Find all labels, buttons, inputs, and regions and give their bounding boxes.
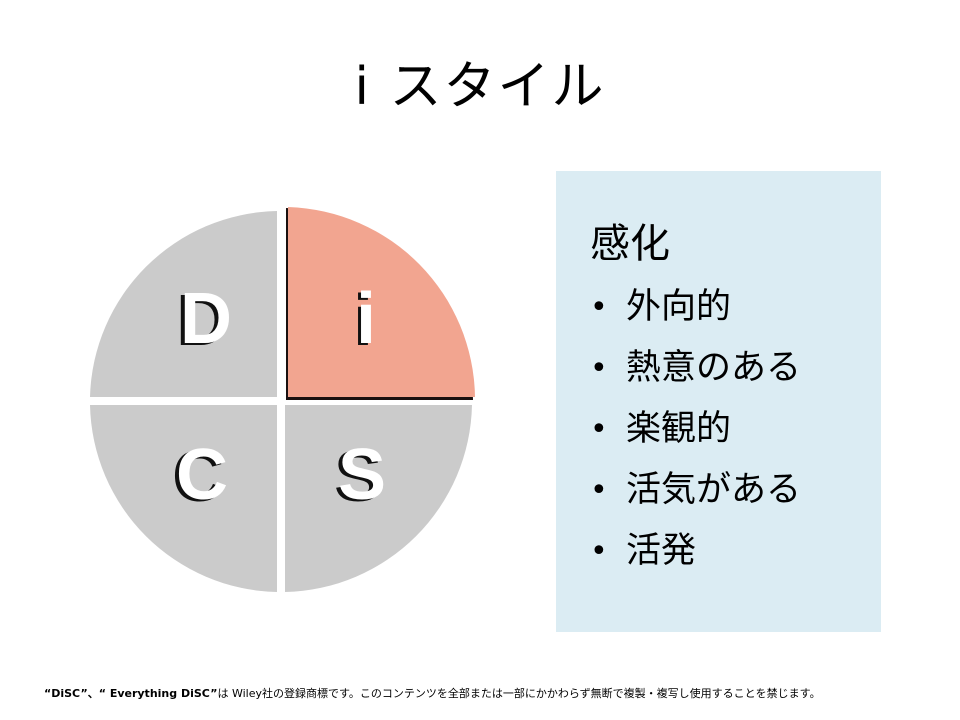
letter-s-shadow: S <box>334 437 382 517</box>
trait-label: 楽観的 <box>626 409 732 449</box>
trademark-names: “DiSC”、“ Everything DiSC” <box>44 687 218 700</box>
bullet-icon: • <box>590 534 608 569</box>
bullet-icon: • <box>590 412 608 447</box>
trait-label: 活気がある <box>626 470 802 510</box>
quadrant-s <box>285 405 472 592</box>
trait-item: • 楽観的 <box>590 399 881 460</box>
quadrant-i <box>288 207 475 397</box>
trait-list: • 外向的 • 熱意のある • 楽観的 • 活気がある • 活発 <box>590 277 881 582</box>
trait-label: 活発 <box>626 531 697 571</box>
copyright-notice: “DiSC”、“ Everything DiSC”は Wiley社の登録商標です… <box>44 686 821 702</box>
letter-c-shadow: C <box>172 437 224 517</box>
disc-quadrant-diagram: D D i i C C S S <box>80 195 490 605</box>
traits-panel: 感化 • 外向的 • 熱意のある • 楽観的 • 活気がある • 活発 <box>556 171 881 632</box>
bullet-icon: • <box>590 473 608 508</box>
bullet-icon: • <box>590 351 608 386</box>
slide-title: i スタイル <box>354 57 606 117</box>
bullet-icon: • <box>590 290 608 325</box>
quadrant-d <box>90 211 277 397</box>
letter-d-shadow: D <box>176 281 228 361</box>
letter-c: C <box>176 435 228 515</box>
trait-item: • 活発 <box>590 521 881 582</box>
panel-heading: 感化 <box>590 221 670 267</box>
trait-label: 熱意のある <box>626 348 802 388</box>
letter-s: S <box>338 435 386 515</box>
trademark-notice: は Wiley社の登録商標です。このコンテンツを全部または一部にかかわらず無断で… <box>217 687 821 700</box>
trait-label: 外向的 <box>626 287 732 327</box>
letter-i-shadow: i <box>353 281 373 361</box>
trait-item: • 熱意のある <box>590 338 881 399</box>
quadrant-c <box>90 405 277 592</box>
letter-d: D <box>180 279 232 359</box>
letter-i: i <box>356 279 376 359</box>
trait-item: • 活気がある <box>590 460 881 521</box>
trait-item: • 外向的 <box>590 277 881 338</box>
